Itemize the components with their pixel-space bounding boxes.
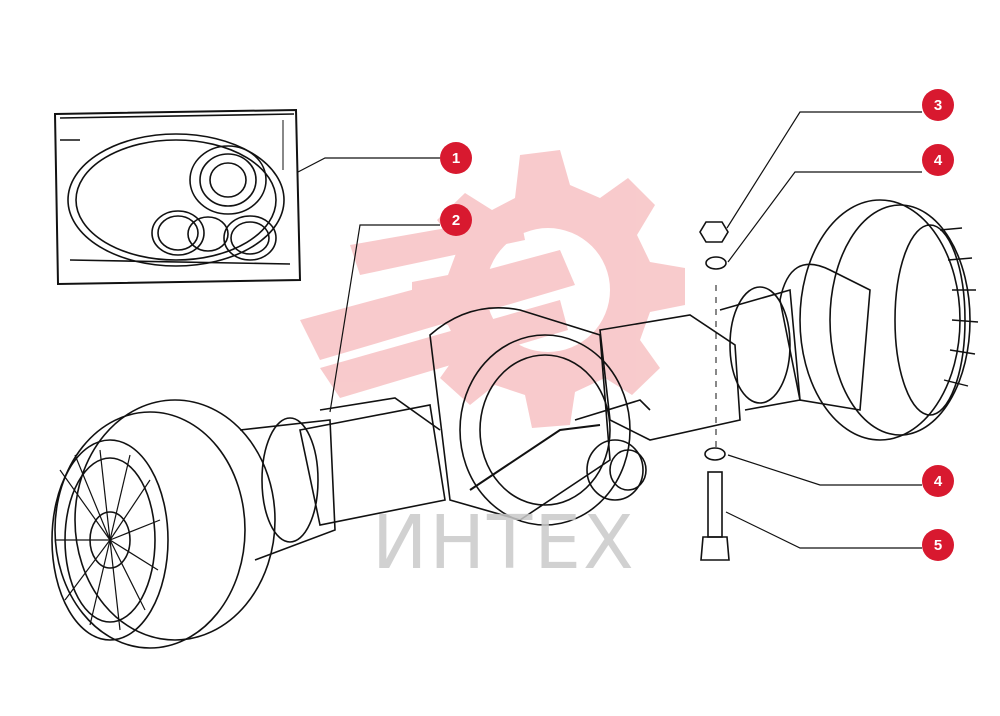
callout-5: 5 xyxy=(922,529,954,561)
leader-lines xyxy=(297,111,922,549)
callout-1: 1 xyxy=(440,142,472,174)
washer-top-part xyxy=(705,256,727,270)
callout-2: 2 xyxy=(440,204,472,236)
callout-4b: 4 xyxy=(922,465,954,497)
callout-3: 3 xyxy=(922,89,954,121)
nut-part xyxy=(699,221,729,243)
left-wheel-hub xyxy=(51,399,336,649)
watermark-gear-logo xyxy=(300,150,685,428)
right-wheel-hub xyxy=(779,199,979,441)
callout-4a: 4 xyxy=(922,144,954,176)
watermark-text: ИНТЕХ xyxy=(372,500,636,586)
seal-kit-package xyxy=(53,108,302,286)
bolt-part xyxy=(700,471,730,561)
washer-bottom-part xyxy=(704,447,726,461)
axle-housing xyxy=(299,286,801,526)
